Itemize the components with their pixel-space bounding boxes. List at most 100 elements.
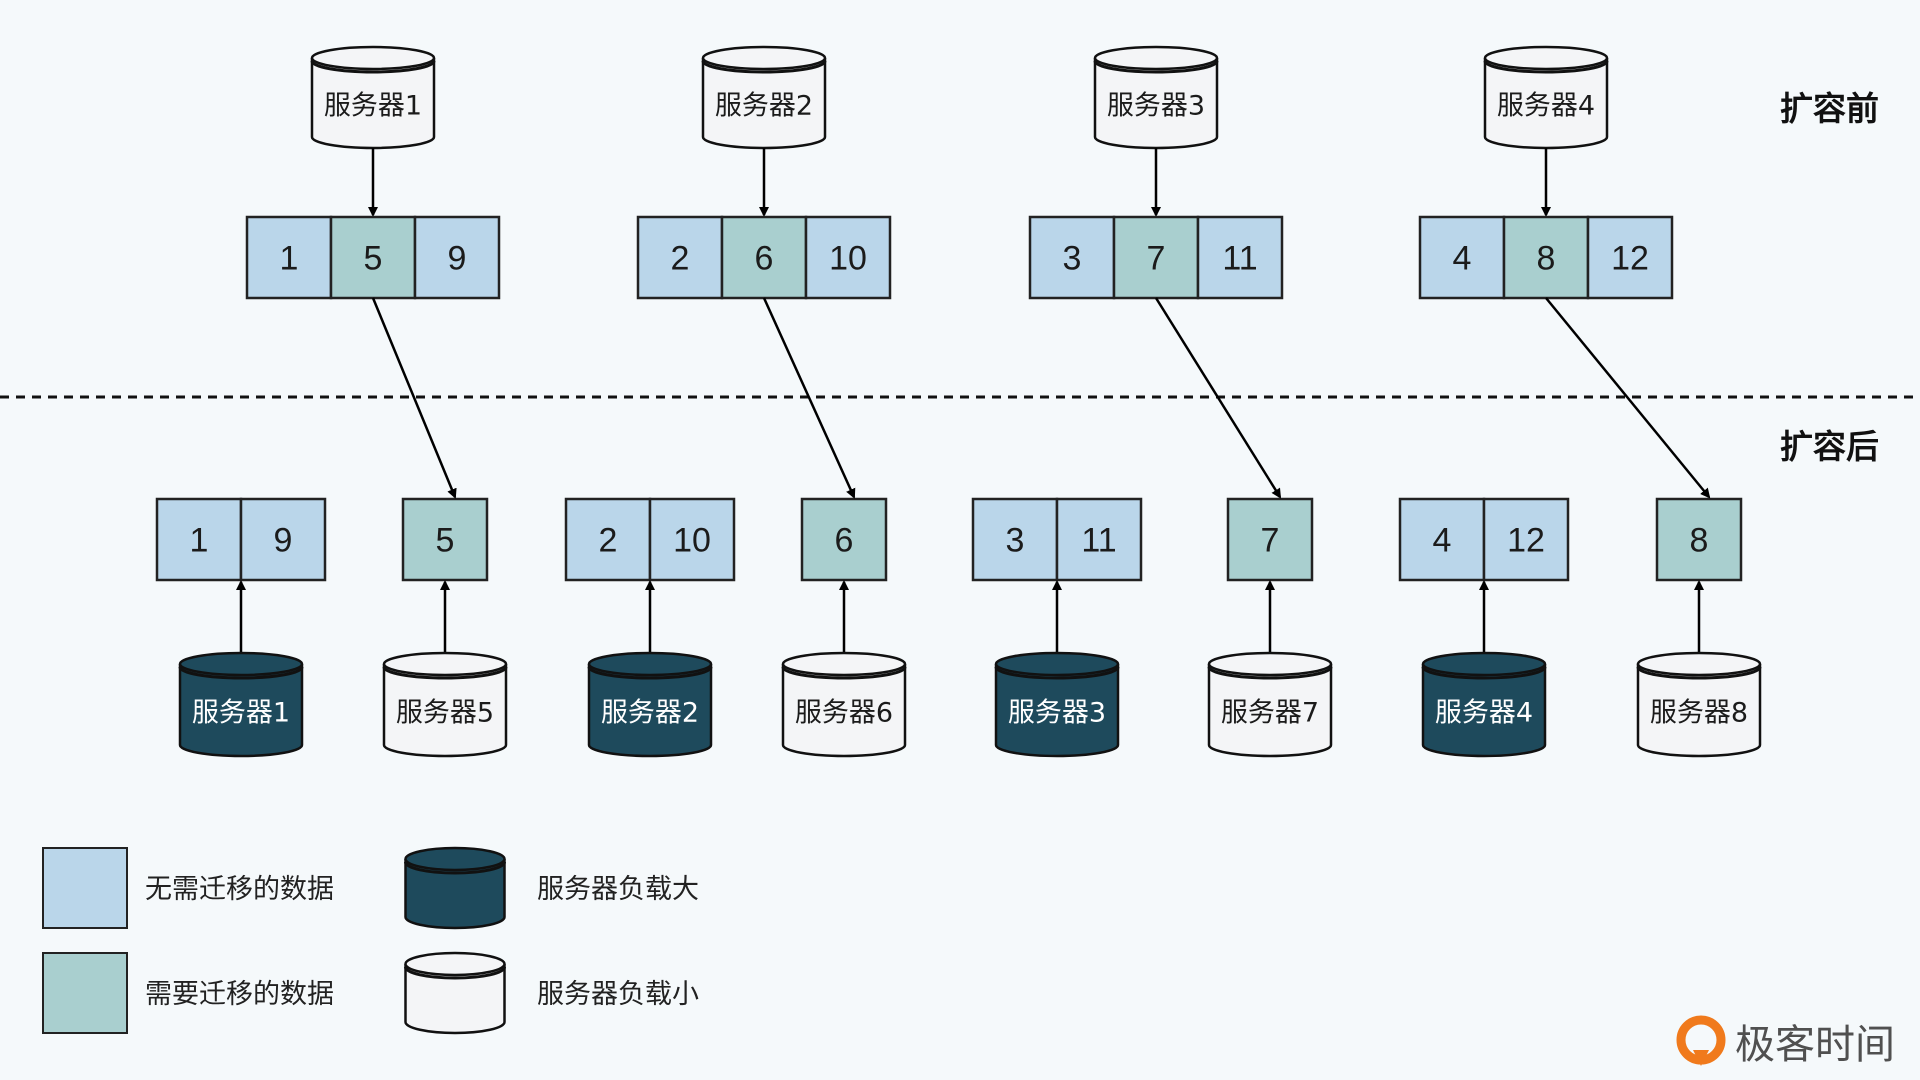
data-block-value: 4 xyxy=(1433,522,1452,560)
data-block-value: 11 xyxy=(1081,522,1116,560)
legend-server-light-icon xyxy=(404,951,506,1035)
data-block-stay: 10 xyxy=(648,497,736,582)
data-block-stay: 3 xyxy=(1028,215,1116,300)
data-block-value: 1 xyxy=(280,240,299,278)
data-block-rect xyxy=(1055,497,1143,582)
cylinder-body xyxy=(781,664,907,758)
legend: 无需迁移的数据 需要迁移的数据 服务器负载大 服务器负载小 xyxy=(42,846,699,1035)
legend-label-heavy: 服务器负载大 xyxy=(537,874,699,905)
server-heavy-icon: 服务器2 xyxy=(587,651,713,758)
data-block-stay: 2 xyxy=(636,215,724,300)
data-block-rect xyxy=(1482,497,1570,582)
data-block-value: 9 xyxy=(448,240,467,278)
data-blocks: 4 8 12 xyxy=(1418,215,1674,300)
data-block-migrate: 6 xyxy=(720,215,808,300)
data-block-value: 12 xyxy=(1507,522,1545,560)
data-block-stay: 11 xyxy=(1055,497,1143,582)
cylinder-body xyxy=(994,664,1120,758)
data-block-value: 8 xyxy=(1537,240,1556,278)
cylinder-top xyxy=(178,651,304,677)
server-icon: 服务器4 xyxy=(1483,45,1609,150)
legend-label-migrate: 需要迁移的数据 xyxy=(145,979,334,1010)
server-icon: 服务器3 xyxy=(1093,45,1219,150)
data-block-rect xyxy=(239,497,327,582)
data-block-value: 11 xyxy=(1222,240,1257,278)
server-label: 服务器2 xyxy=(601,698,699,729)
data-block-migrate: 5 xyxy=(401,497,489,582)
legend-label-light: 服务器负载小 xyxy=(537,979,699,1010)
server-label: 服务器4 xyxy=(1435,698,1533,729)
data-block-migrate: 5 xyxy=(329,215,417,300)
data-block-value: 6 xyxy=(755,240,774,278)
after-group: 5 服务器5 xyxy=(382,497,508,758)
data-block-value: 1 xyxy=(190,522,209,560)
data-block-value: 7 xyxy=(1147,240,1166,278)
cylinder-top xyxy=(701,45,827,71)
server-label: 服务器7 xyxy=(1221,698,1319,729)
cylinder-top xyxy=(1483,45,1609,71)
data-block-value: 12 xyxy=(1611,240,1649,278)
cylinder-body xyxy=(404,964,506,1035)
cylinder xyxy=(404,846,506,930)
server-label: 服务器5 xyxy=(396,698,494,729)
data-block-migrate: 6 xyxy=(800,497,888,582)
after-group: 6 服务器6 xyxy=(781,497,907,758)
data-blocks: 5 xyxy=(401,497,489,582)
server-label: 服务器2 xyxy=(715,91,813,122)
data-block-value: 9 xyxy=(274,522,293,560)
data-block-rect xyxy=(804,215,892,300)
cylinder-body xyxy=(587,664,713,758)
data-block-value: 5 xyxy=(364,240,383,278)
phase-label-before: 扩容前 xyxy=(1780,89,1879,128)
data-block-rect xyxy=(1196,215,1284,300)
data-block-stay: 1 xyxy=(245,215,333,300)
cylinder-top xyxy=(781,651,907,677)
data-block-rect xyxy=(1226,497,1314,582)
data-blocks: 6 xyxy=(800,497,888,582)
cylinder-top xyxy=(310,45,436,71)
cylinder-top xyxy=(1093,45,1219,71)
phase-label-after: 扩容后 xyxy=(1780,427,1879,466)
data-block-rect xyxy=(564,497,652,582)
logo-text: 极客时间 xyxy=(1735,1022,1895,1068)
server-label: 服务器3 xyxy=(1008,698,1106,729)
data-block-rect xyxy=(1586,215,1674,300)
migration-arrow-icon xyxy=(371,297,457,499)
data-block-stay: 3 xyxy=(971,497,1059,582)
server-heavy-icon: 服务器4 xyxy=(1421,651,1547,758)
migration-arrow-icon xyxy=(762,297,856,499)
cylinder-top xyxy=(994,651,1120,677)
cylinder-top xyxy=(1421,651,1547,677)
server-light-icon: 服务器7 xyxy=(1207,651,1333,758)
data-block-rect xyxy=(329,215,417,300)
logo-icon xyxy=(1676,1015,1726,1066)
data-block-value: 4 xyxy=(1453,240,1472,278)
server-icon: 服务器2 xyxy=(701,45,827,150)
data-block-rect xyxy=(648,497,736,582)
server-light-icon: 服务器6 xyxy=(781,651,907,758)
data-block-stay: 11 xyxy=(1196,215,1284,300)
data-block-value: 8 xyxy=(1690,522,1709,560)
server-label: 服务器1 xyxy=(324,91,422,122)
data-block-value: 6 xyxy=(835,522,854,560)
cylinder-body xyxy=(404,859,506,930)
cylinder-body xyxy=(1207,664,1333,758)
server-label: 服务器1 xyxy=(192,698,290,729)
data-block-stay: 2 xyxy=(564,497,652,582)
after-group: 3 11 服务器3 xyxy=(971,497,1143,758)
data-block-rect xyxy=(1418,215,1506,300)
server-label: 服务器4 xyxy=(1497,91,1595,122)
data-block-stay: 4 xyxy=(1398,497,1486,582)
migration-arrow-icon xyxy=(1154,297,1282,499)
